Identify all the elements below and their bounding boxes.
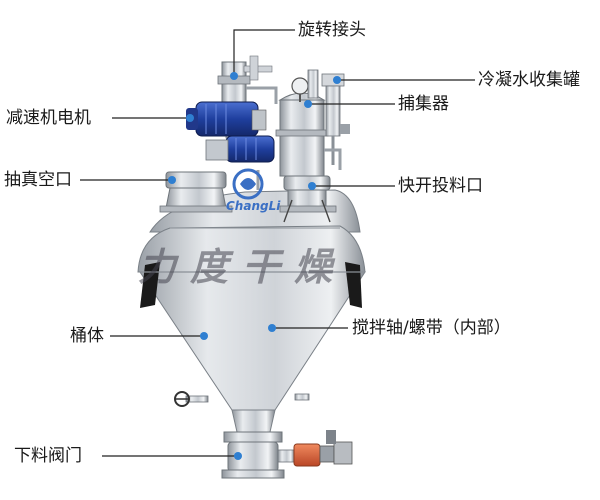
label-reducer-motor: 减速机电机 [6, 108, 91, 128]
label-vacuum-port: 抽真空口 [4, 170, 72, 190]
marker-quick-feed-port [308, 182, 316, 190]
leader-lines [80, 29, 475, 457]
side-port-left [174, 391, 310, 407]
vacuum-port [159, 171, 233, 213]
label-condensate-tank: 冷凝水收集罐 [478, 70, 580, 90]
watermark-text: 力度干燥 [138, 244, 347, 289]
catcher-vessel [275, 69, 329, 177]
quick-feed-port [279, 175, 337, 223]
barrel-body [137, 189, 366, 433]
company-logo [232, 168, 264, 200]
label-barrel: 桶体 [70, 326, 104, 346]
label-agitator: 搅拌轴/螺带（内部） [352, 318, 511, 338]
marker-dots [168, 72, 341, 460]
marker-rotary-joint [230, 72, 238, 80]
label-discharge-valve: 下料阀门 [14, 446, 82, 466]
marker-condensate-tank [333, 76, 341, 84]
discharge-valve-assembly [221, 430, 353, 479]
label-quick-feed-port: 快开投料口 [398, 176, 483, 196]
marker-reducer-motor [186, 114, 194, 122]
marker-agitator [268, 324, 276, 332]
marker-catcher [304, 100, 312, 108]
marker-vacuum-port [168, 176, 176, 184]
reducer-motor-lower [205, 135, 275, 163]
marker-barrel [200, 332, 208, 340]
label-catcher: 捕集器 [398, 94, 449, 114]
reducer-motor-upper [186, 101, 267, 137]
marker-discharge-valve [234, 452, 242, 460]
label-rotary-joint: 旋转接头 [298, 20, 366, 40]
logo-text: ChangLi [226, 199, 281, 213]
